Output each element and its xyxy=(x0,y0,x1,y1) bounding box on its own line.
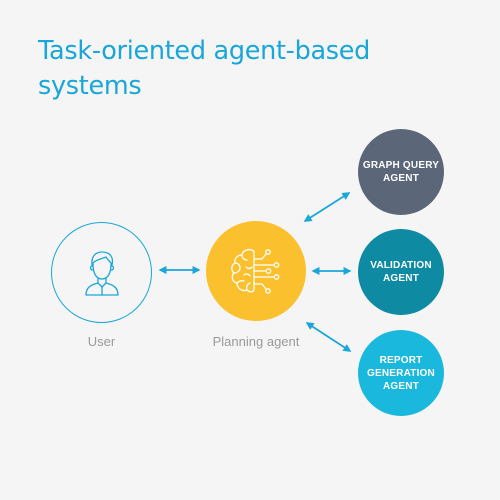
report-generation-agent-label: REPORT GENERATION AGENT xyxy=(367,354,435,392)
user-node xyxy=(51,222,152,323)
validation-agent-node: VALIDATION AGENT xyxy=(358,229,444,315)
user-icon xyxy=(84,250,119,296)
arrow-planning-graph xyxy=(303,192,351,222)
validation-agent-label: VALIDATION AGENT xyxy=(370,260,432,284)
planning-agent-node xyxy=(206,221,306,321)
arrow-planning-report xyxy=(305,322,352,352)
graph-query-agent-label: GRAPH QUERY AGENT xyxy=(362,160,440,184)
graph-query-agent-node: GRAPH QUERY AGENT xyxy=(358,129,444,215)
report-generation-agent-node: REPORT GENERATION AGENT xyxy=(358,330,444,416)
user-caption: User xyxy=(87,334,116,349)
planning-agent-caption: Planning agent xyxy=(212,334,300,349)
brain-icon xyxy=(231,248,280,294)
page-title: Task-oriented agent-based systems xyxy=(38,36,371,101)
